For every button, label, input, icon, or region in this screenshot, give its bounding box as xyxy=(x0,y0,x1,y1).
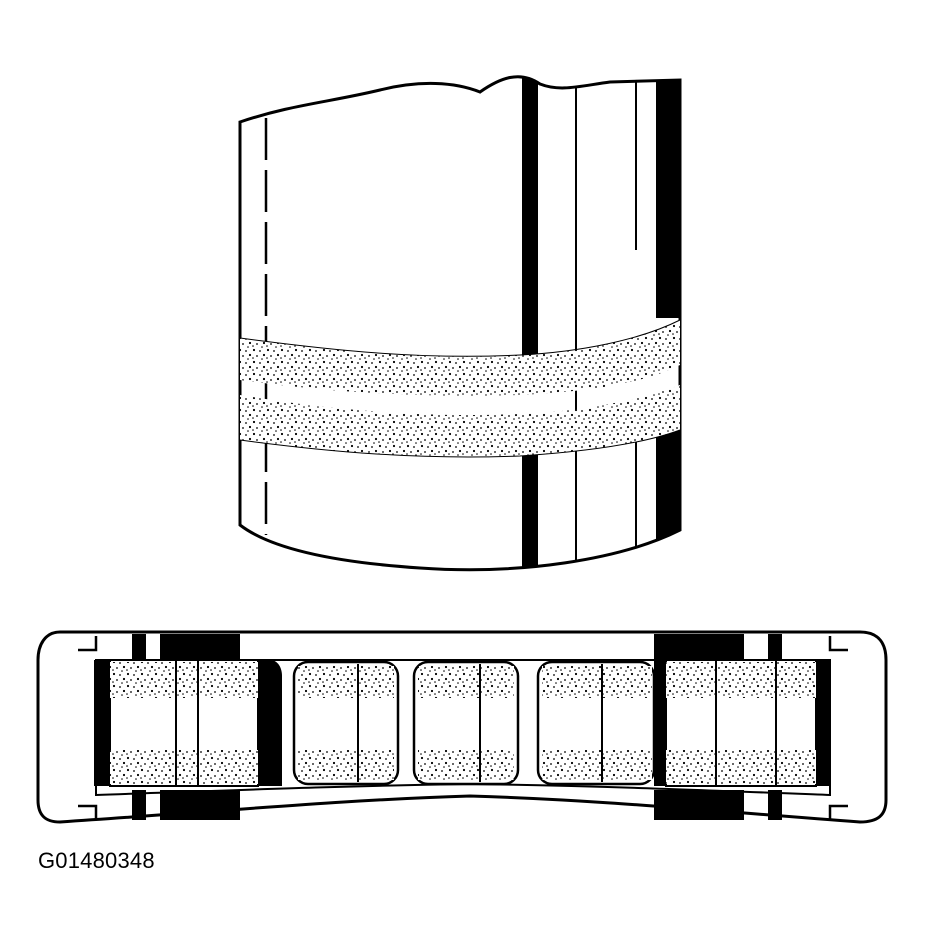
right-seal-outer xyxy=(816,660,830,786)
right-seal-bottom xyxy=(654,790,744,820)
shaft-journal xyxy=(238,75,682,572)
left-seal-bottom xyxy=(160,790,240,820)
right-seal-top xyxy=(654,634,744,660)
wear-band-lower xyxy=(240,385,680,458)
shaft-outline xyxy=(238,75,682,572)
shaft-dark-stripe-right xyxy=(656,78,680,318)
roller-5 xyxy=(665,659,817,787)
shaft-dark-stripe-left-lower xyxy=(522,450,538,570)
right-top-lug xyxy=(828,636,848,652)
roller-2 xyxy=(292,660,400,786)
left-seal-inner xyxy=(258,660,282,786)
figure-code: G01480348 xyxy=(38,848,155,873)
roller-1 xyxy=(109,659,259,787)
right-bottom-lug xyxy=(828,804,848,820)
wear-band-upper xyxy=(240,320,680,396)
left-seal-top xyxy=(160,634,240,660)
roller-3 xyxy=(412,660,520,786)
left-top-lug xyxy=(78,636,98,652)
right-seal-inner xyxy=(654,660,666,786)
left-seal-outer xyxy=(94,660,110,786)
shaft-dark-stripe-right-lower xyxy=(656,420,680,545)
left-bottom-lug xyxy=(78,804,98,820)
shaft-dark-stripe-left xyxy=(522,76,538,360)
bearing-cross-section xyxy=(36,630,888,824)
roller-4 xyxy=(536,660,656,786)
